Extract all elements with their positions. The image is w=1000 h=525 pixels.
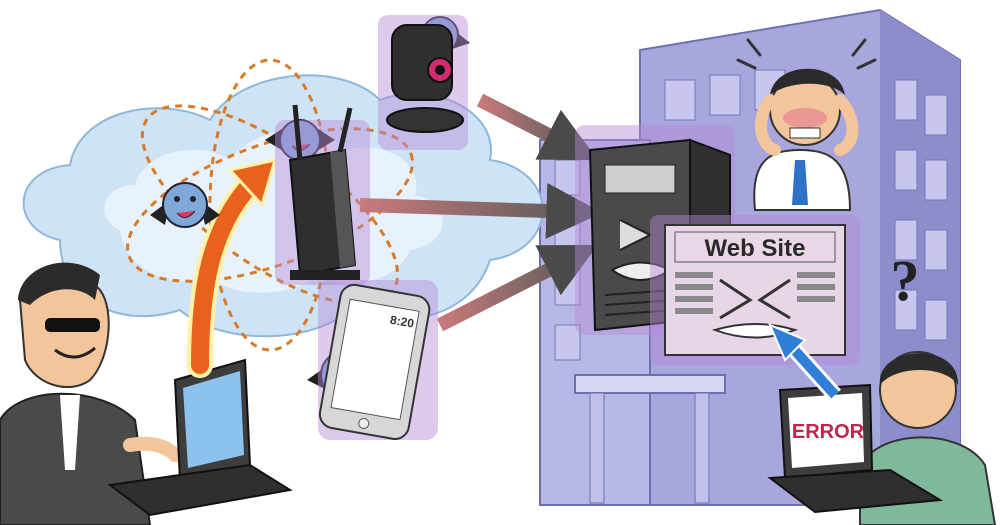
stressed-admin-figure xyxy=(736,38,877,211)
security-camera-icon xyxy=(378,15,468,150)
phone-clock: 8:20 xyxy=(389,313,415,331)
router-icon xyxy=(275,104,370,285)
smartphone-icon: 8:20 xyxy=(318,280,438,440)
website-panel: Web Site xyxy=(650,215,860,365)
attack-arrow-icon xyxy=(187,157,278,378)
website-banner: Web Site xyxy=(705,235,806,262)
traffic-arrows xyxy=(359,93,603,332)
cloud-icon xyxy=(22,58,544,352)
laptop-icon: ERROR xyxy=(767,383,944,514)
hacker-figure xyxy=(0,262,182,525)
laptop-icon xyxy=(107,358,293,517)
question-mark: ? xyxy=(891,248,920,313)
confusion-arrow-icon xyxy=(768,323,841,401)
error-screen: ERROR xyxy=(792,421,865,443)
